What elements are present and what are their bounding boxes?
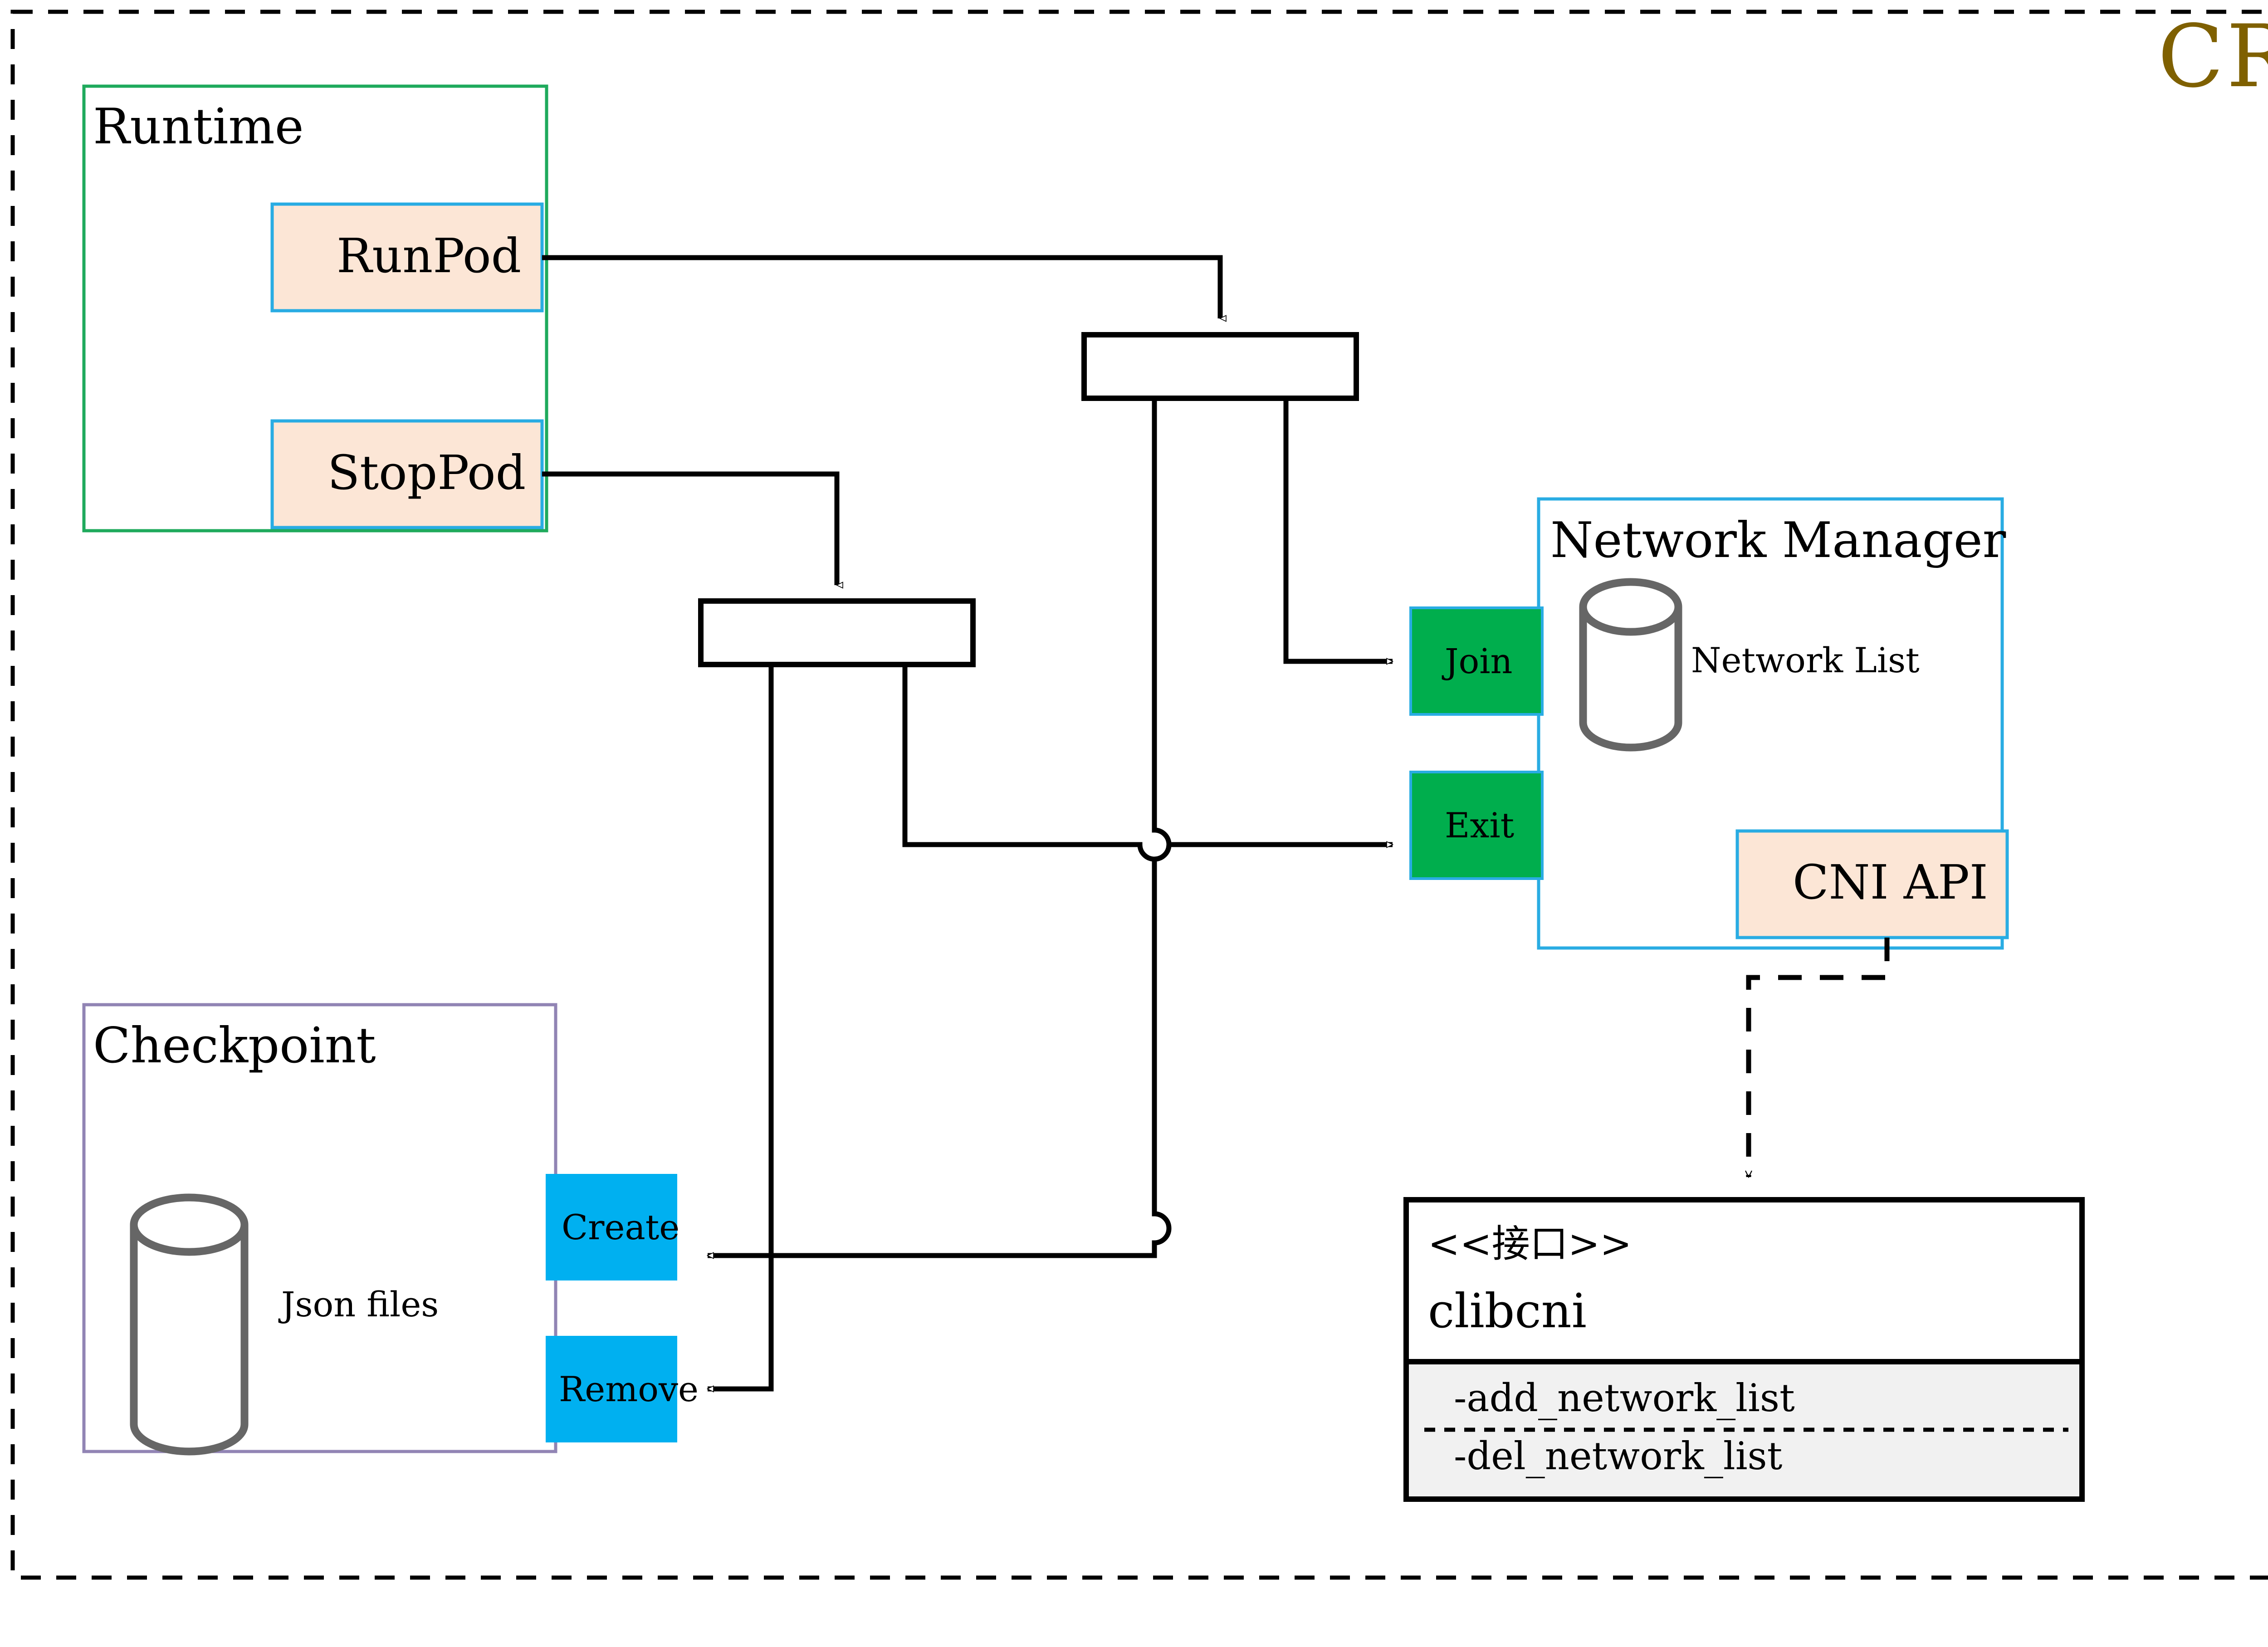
edge-fork2-left-leg-to-remove xyxy=(708,665,774,1389)
stoppod-box xyxy=(270,419,544,529)
outer-frame xyxy=(10,10,2268,1580)
cni-api-box xyxy=(1735,829,2009,939)
checkpoint-group-box xyxy=(82,1003,557,1453)
edge-fork2-right-leg-to-exit xyxy=(902,665,1393,862)
remove-box xyxy=(546,1336,677,1442)
network-list-cylinder xyxy=(1579,578,1682,752)
edge-cni-api-to-clibcni xyxy=(1745,938,1890,1178)
json-files-cylinder xyxy=(130,1193,249,1456)
edge-runpod-to-fork xyxy=(542,255,1220,318)
edge-fork1-left-leg xyxy=(708,398,1172,1256)
runpod-box xyxy=(270,202,544,313)
join-box xyxy=(1409,606,1544,716)
fork-node-stoppod xyxy=(698,598,976,667)
create-box xyxy=(546,1174,677,1280)
edge-stoppod-to-fork xyxy=(542,471,837,585)
runtime-group-box xyxy=(82,84,548,533)
fork-node-runpod xyxy=(1081,332,1359,401)
edge-fork1-right-leg-to-join xyxy=(1283,398,1393,661)
network-manager-group-box xyxy=(1537,497,2004,950)
exit-box xyxy=(1409,771,1544,880)
